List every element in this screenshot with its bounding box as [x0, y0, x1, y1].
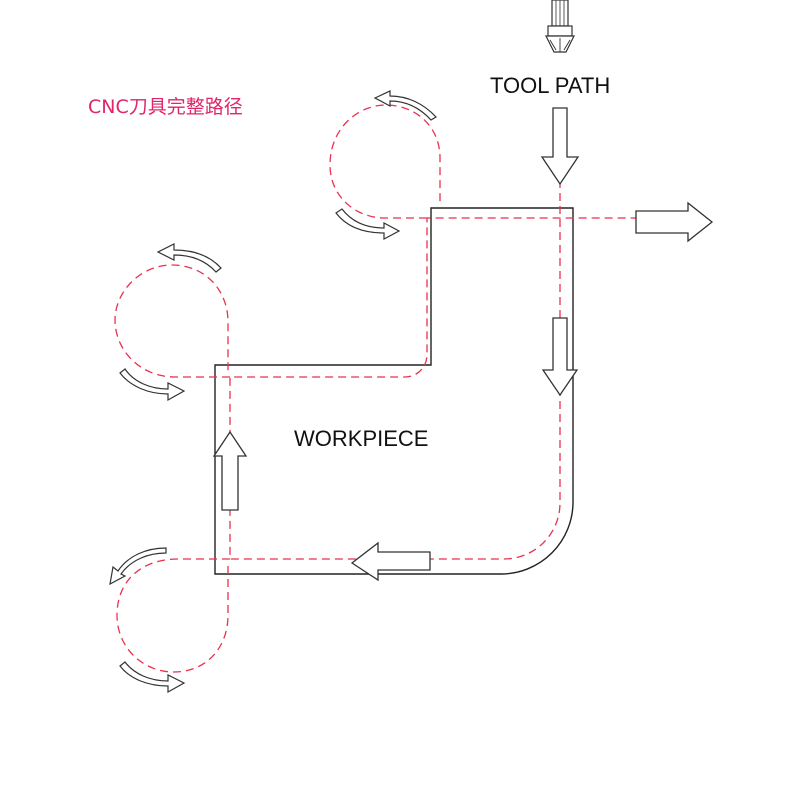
- curved-arrow-middle-lower: [119, 368, 186, 402]
- workpiece-outline: [214, 207, 574, 575]
- tool-path-main: [229, 180, 640, 560]
- arrow-down-entry: [540, 107, 580, 186]
- curved-arrow-top-upper: [373, 90, 437, 121]
- tool-path-line: [114, 104, 640, 673]
- tool-path-loop-bottom: [116, 558, 230, 673]
- curved-arrow-middle-upper: [156, 243, 222, 273]
- arrow-up-left-edge: [212, 430, 248, 511]
- cutting-tool-icon: [545, 0, 575, 53]
- arrow-left-bottom-edge: [350, 541, 431, 582]
- tool-path-label: TOOL PATH: [490, 73, 610, 98]
- curved-arrow-bottom-upper: [109, 547, 167, 586]
- arrow-down-right-side: [541, 317, 579, 397]
- curved-arrow-top-lower: [335, 208, 401, 240]
- curved-arrow-bottom-lower: [119, 661, 186, 694]
- diagram-caption: CNC刀具完整路径: [88, 96, 243, 118]
- tool-path-loop-middle: [114, 264, 230, 378]
- workpiece-label: WORKPIECE: [294, 426, 428, 451]
- tool-path-loop-top: [329, 104, 441, 219]
- arrow-right-exit: [635, 201, 714, 243]
